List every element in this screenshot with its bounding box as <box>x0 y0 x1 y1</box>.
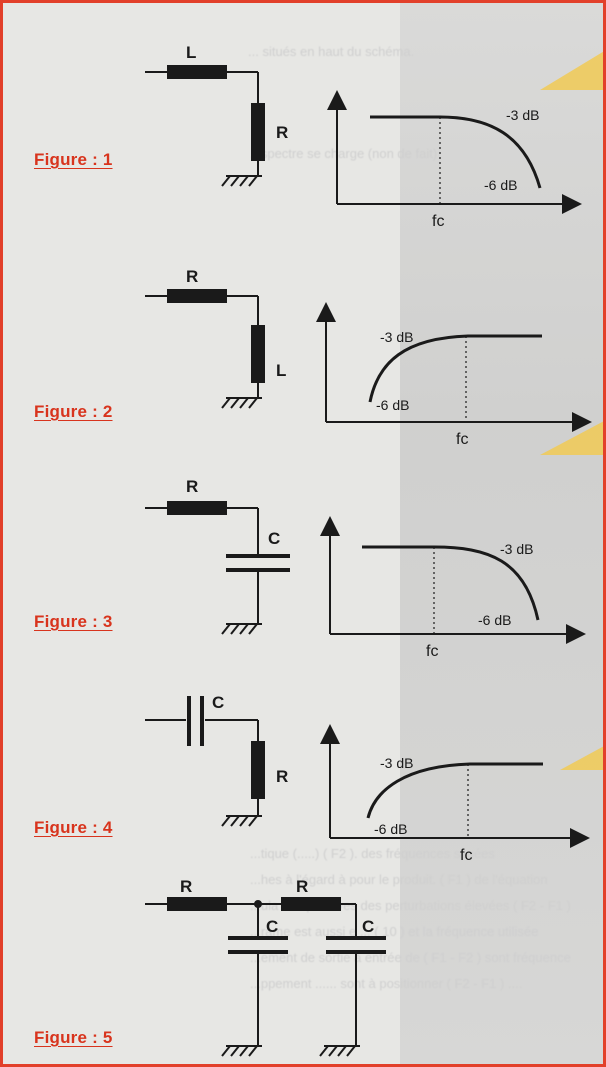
ground-symbol <box>221 175 262 187</box>
ground-symbol <box>221 623 262 635</box>
response-curve <box>362 545 540 621</box>
component-label-r: R <box>180 877 192 896</box>
figure-3-graph <box>320 516 586 644</box>
fc-label: fc <box>456 431 468 448</box>
figure-2-circuit <box>145 289 265 409</box>
background-scan-panel <box>400 0 606 1067</box>
db-label-6: -6 dB <box>478 612 511 628</box>
figure-label-4: Figure : 4 <box>34 818 113 837</box>
fc-label: fc <box>460 847 472 864</box>
component-label-r: R <box>186 477 198 496</box>
response-curve <box>368 334 542 403</box>
db-label-3: -3 dB <box>380 329 413 345</box>
figure-4-graph <box>320 724 590 848</box>
component-label-r: R <box>276 123 288 142</box>
component-label-l: L <box>276 361 286 380</box>
db-label-6: -6 dB <box>376 397 409 413</box>
figure-label-2: Figure : 2 <box>34 402 113 421</box>
db-label-3: -3 dB <box>506 107 539 123</box>
component-label-r: R <box>276 767 288 786</box>
background-text-line: ... situés en haut du schéma. <box>248 44 415 59</box>
db-label-6: -6 dB <box>374 821 407 837</box>
component-label-c: C <box>268 529 280 548</box>
ground-symbol <box>221 397 262 409</box>
response-curve <box>366 762 543 819</box>
figure-label-5: Figure : 5 <box>34 1028 113 1047</box>
ground-symbol <box>221 815 262 827</box>
ground-symbol <box>221 1045 262 1057</box>
figure-label-1: Figure : 1 <box>34 150 113 169</box>
background-text-line: ...rame est aussi e ... ( 10 ) et la fré… <box>250 924 539 939</box>
capacitor-c <box>187 696 204 746</box>
fc-label: fc <box>432 213 444 230</box>
component-label-c: C <box>362 917 374 936</box>
figure-4-circuit <box>145 696 265 827</box>
background-text-line: ...hes à l'égard à pour le produit. ( F1… <box>250 872 548 887</box>
fc-label: fc <box>426 643 438 660</box>
background-text-line: ...spectre se charge (non de fait) <box>250 146 438 161</box>
decorative-triangle <box>560 745 606 770</box>
figure-3-circuit <box>145 501 290 635</box>
response-curve <box>370 115 542 189</box>
figure-label-3: Figure : 3 <box>34 612 113 631</box>
figure-5-circuit <box>145 897 386 1057</box>
figure-1-circuit <box>145 65 265 187</box>
figure-1-graph <box>327 90 582 214</box>
component-label-c: C <box>266 917 278 936</box>
db-label-3: -3 dB <box>380 755 413 771</box>
component-label-r: R <box>186 267 198 286</box>
component-label-r: R <box>296 877 308 896</box>
ground-symbol <box>319 1045 360 1057</box>
db-label-6: -6 dB <box>484 177 517 193</box>
background-text-line: ...tique (.....) ( F2 ). des fréquences … <box>250 846 495 861</box>
decorative-triangle <box>540 50 606 90</box>
background-text-line: ...ppement ...... sont à positionner ( F… <box>250 976 523 991</box>
component-label-l: L <box>186 43 196 62</box>
figure-2-graph <box>316 302 592 432</box>
db-label-3: -3 dB <box>500 541 533 557</box>
component-label-c: C <box>212 693 224 712</box>
